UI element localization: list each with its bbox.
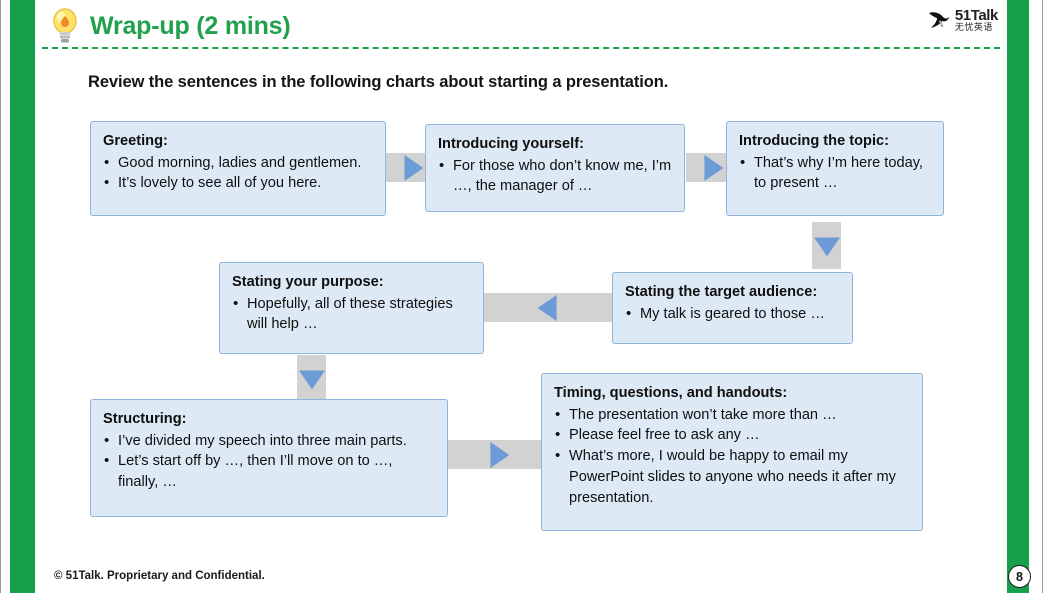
- flow-box-stating-the-target-audience: Stating the target audience: My talk is …: [612, 272, 853, 344]
- slide-header: Wrap-up (2 mins): [50, 6, 291, 46]
- triangle-down-icon: [813, 236, 840, 256]
- arrow-target-audience-to-purpose: [484, 293, 614, 322]
- triangle-right-icon: [489, 441, 509, 468]
- header-divider: [42, 47, 1000, 49]
- list-item: I’ve divided my speech into three main p…: [103, 430, 436, 452]
- list-item: Please feel free to ask any …: [554, 424, 911, 446]
- lightbulb-icon: [50, 6, 80, 46]
- flow-box-timing-questions-handouts: Timing, questions, and handouts: The pre…: [541, 373, 923, 531]
- brand-name-cn: 无忧英语: [954, 22, 993, 32]
- triangle-down-icon: [298, 369, 325, 389]
- list-item: The presentation won’t take more than …: [554, 404, 911, 426]
- list-item: Let’s start off by …, then I’ll move on …: [103, 450, 436, 492]
- flow-box-list: My talk is geared to those …: [625, 303, 841, 325]
- flow-box-title: Stating the target audience:: [625, 284, 818, 300]
- flow-box-title: Structuring:: [103, 411, 187, 427]
- right-green-bar: [1007, 0, 1029, 593]
- instruction-text: Review the sentences in the following ch…: [88, 73, 669, 91]
- list-item: For those who don’t know me, I’m …, the …: [438, 155, 673, 197]
- flow-box-title: Greeting:: [103, 133, 168, 149]
- flow-box-title: Timing, questions, and handouts:: [554, 385, 788, 401]
- bird-icon: [928, 9, 950, 31]
- flow-box-list: Hopefully, all of these strategies will …: [232, 293, 472, 335]
- flow-box-greeting: Greeting: Good morning, ladies and gentl…: [90, 121, 386, 216]
- flow-box-stating-your-purpose: Stating your purpose: Hopefully, all of …: [219, 262, 484, 354]
- flow-box-title: Introducing the topic:: [739, 133, 889, 149]
- list-item: My talk is geared to those …: [625, 303, 841, 325]
- page-title: Wrap-up (2 mins): [90, 11, 291, 40]
- flow-box-structuring: Structuring: I’ve divided my speech into…: [90, 399, 448, 517]
- list-item: What’s more, I would be happy to email m…: [554, 445, 911, 508]
- brand-name-en: 51Talk: [954, 7, 999, 24]
- list-item: Hopefully, all of these strategies will …: [232, 293, 472, 335]
- triangle-left-icon: [537, 294, 557, 321]
- list-item: Good morning, ladies and gentlemen.: [103, 152, 374, 174]
- list-item: That’s why I’m here today, to present …: [739, 152, 932, 194]
- flow-box-list: The presentation won’t take more than … …: [554, 404, 911, 509]
- flow-box-title: Stating your purpose:: [232, 274, 384, 290]
- brand-text: 51Talk 无忧英语: [954, 7, 999, 32]
- list-item: It’s lovely to see all of you here.: [103, 172, 374, 194]
- left-green-bar: [10, 0, 35, 593]
- flow-box-list: That’s why I’m here today, to present …: [739, 152, 932, 194]
- flow-box-list: I’ve divided my speech into three main p…: [103, 430, 436, 493]
- arrow-topic-to-target-audience: [812, 222, 841, 269]
- arrow-structuring-to-timing: [448, 440, 547, 469]
- triangle-right-icon: [403, 154, 423, 181]
- slide-left-edge-line: [0, 0, 1, 593]
- flow-box-list: For those who don’t know me, I’m …, the …: [438, 155, 673, 197]
- brand-logo: 51Talk 无忧英语: [928, 8, 998, 32]
- triangle-right-icon: [703, 154, 723, 181]
- flow-box-title: Introducing yourself:: [438, 136, 584, 152]
- page-number-badge: 8: [1008, 565, 1031, 588]
- copyright-note: © 51Talk. Proprietary and Confidential.: [54, 570, 265, 582]
- flow-box-introducing-yourself: Introducing yourself: For those who don’…: [425, 124, 685, 212]
- arrow-purpose-to-structuring: [297, 355, 326, 402]
- flow-box-list: Good morning, ladies and gentlemen. It’s…: [103, 152, 374, 194]
- flow-box-introducing-the-topic: Introducing the topic: That’s why I’m he…: [726, 121, 944, 216]
